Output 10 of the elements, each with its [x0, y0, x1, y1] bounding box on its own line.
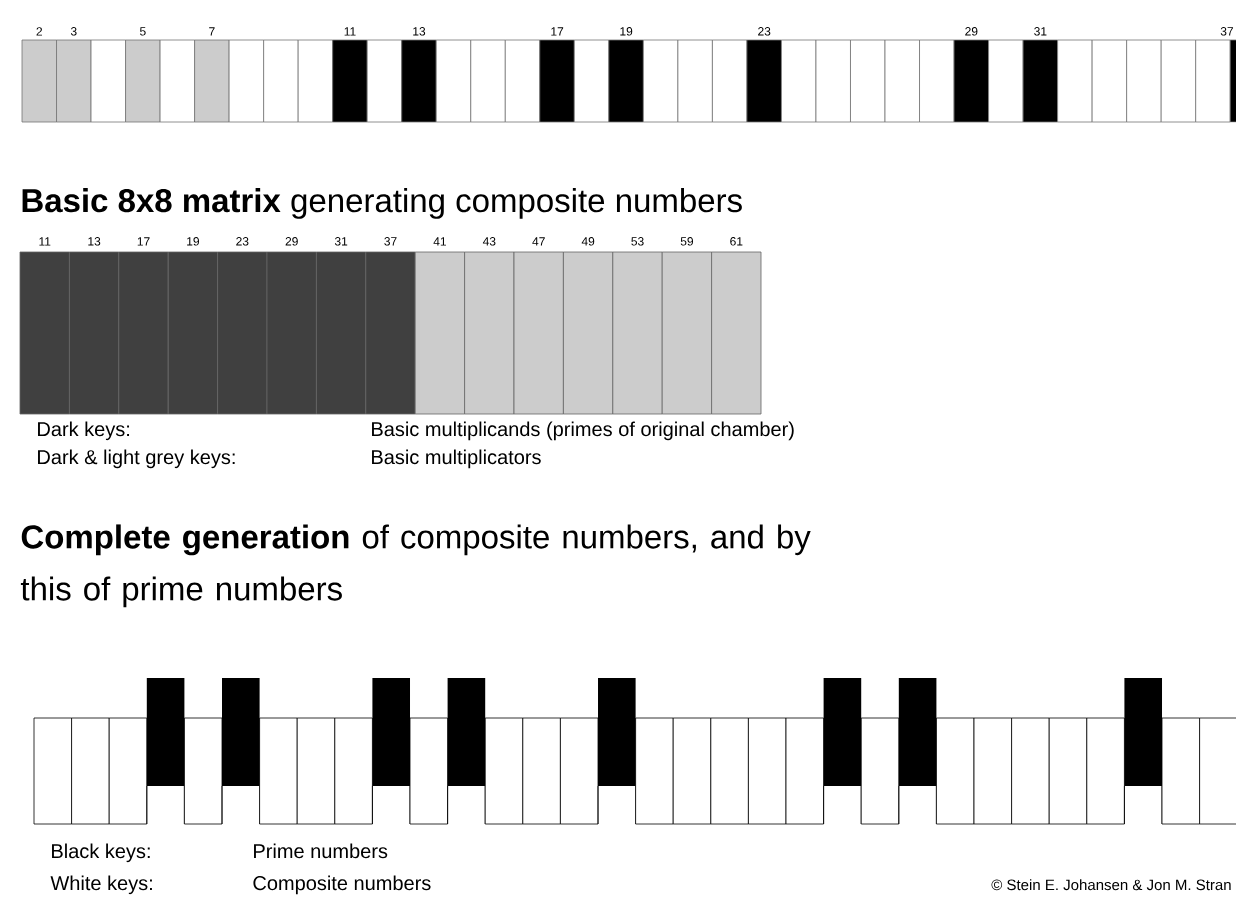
key-description: Composite numbers — [253, 875, 431, 895]
key-description: Dark & light grey keys: — [38, 449, 235, 469]
heading: Complete generation of composite numbers, and by this of prime numbers — [20, 524, 811, 608]
key-description: White keys: — [50, 875, 152, 895]
key-description: Prime numbers — [254, 843, 388, 859]
key-description: Black keys: — [52, 843, 150, 863]
heading: Basic 8x8 matrix generating composite numbers — [22, 188, 742, 219]
key-description: Basic multiplicands (primes of original chamber) — [372, 421, 794, 441]
key-description: Dark keys: — [38, 421, 129, 441]
key-description: Basic multiplicators — [372, 449, 541, 469]
